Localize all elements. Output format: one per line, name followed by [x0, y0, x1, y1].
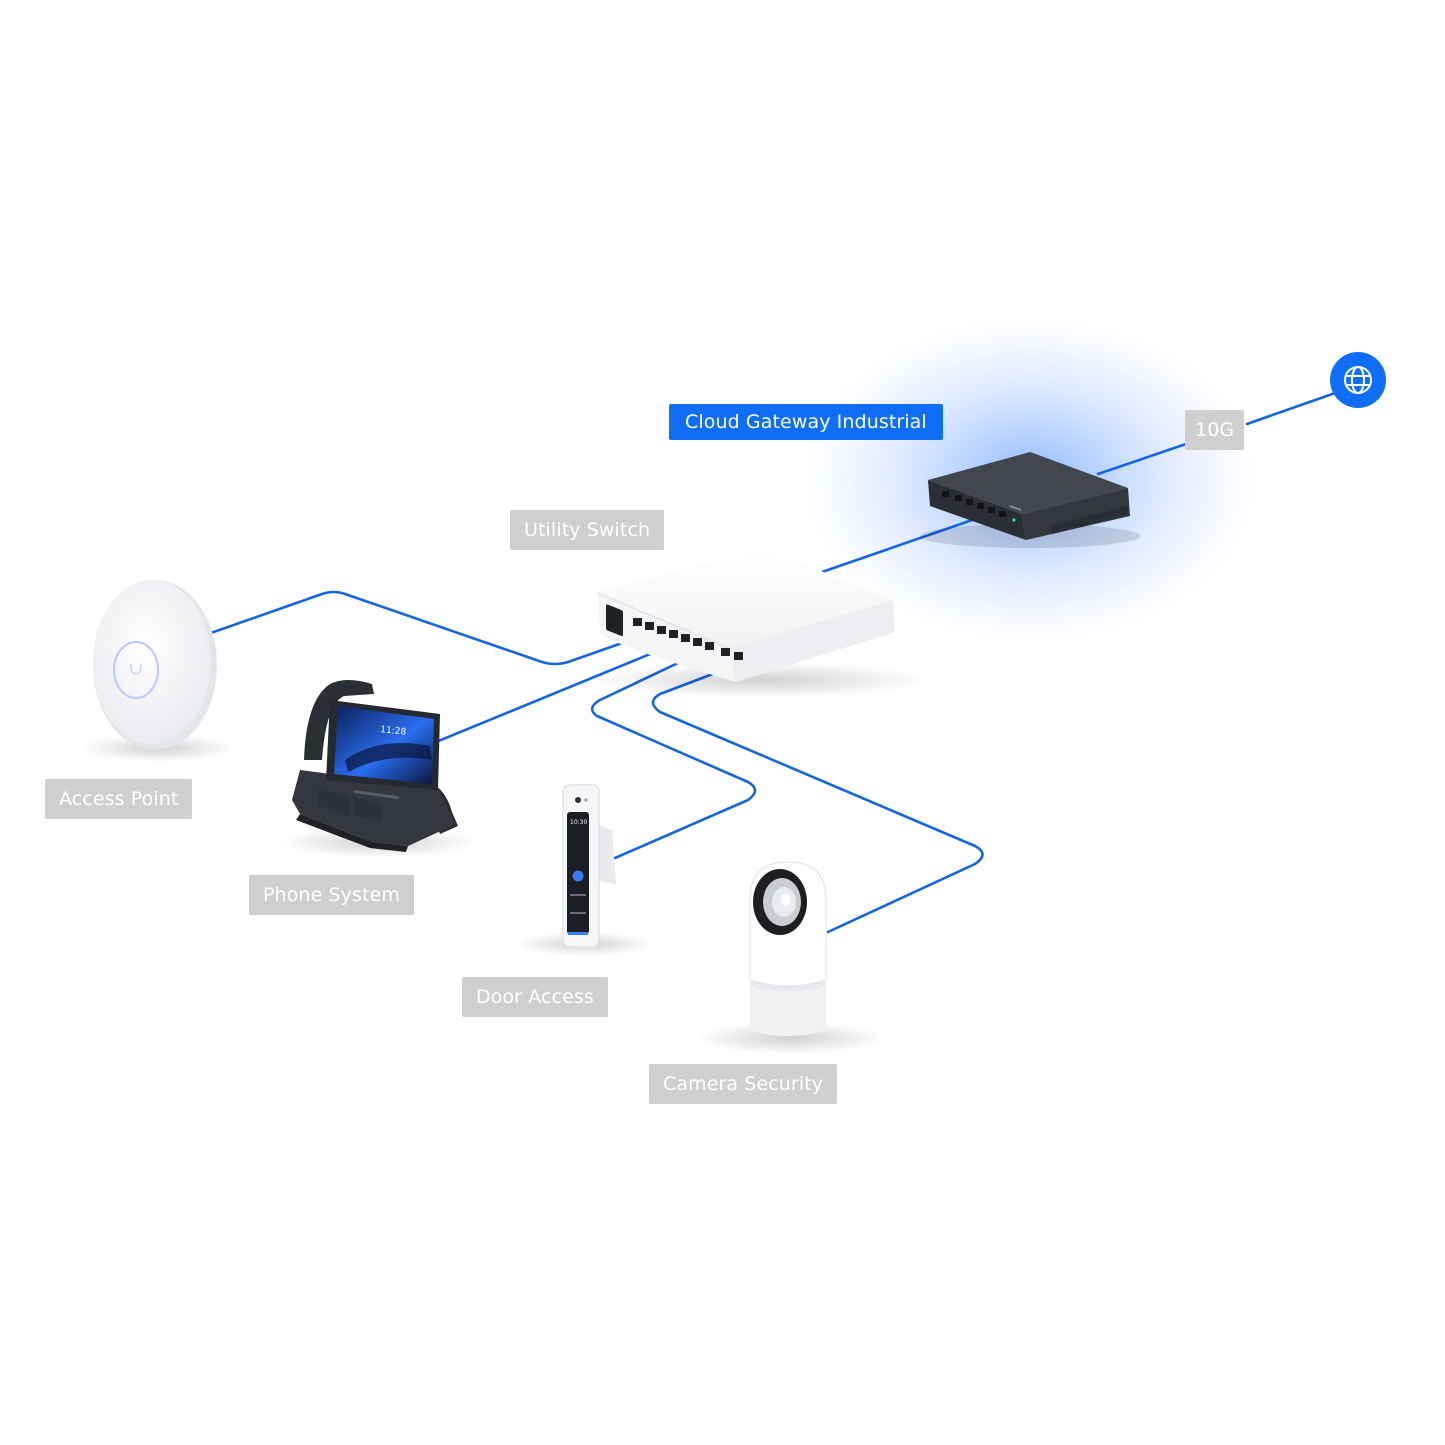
phone-label: Phone System	[249, 875, 414, 915]
link-switch-to-phone	[434, 650, 657, 744]
uplink-speed-label: 10G	[1185, 410, 1245, 450]
network-links	[206, 390, 1340, 934]
utility-switch-device	[590, 548, 930, 698]
link-gateway-to-switch	[820, 516, 980, 574]
globe-icon	[1344, 366, 1372, 394]
link-switch-to-door	[590, 660, 757, 860]
door-access-screen-time: 10:30	[570, 819, 587, 826]
link-switch-to-access-point	[206, 590, 627, 666]
camera-device	[694, 861, 886, 1054]
access-point-label: Access Point	[45, 779, 193, 819]
phone-device: 11:28	[278, 680, 478, 858]
gateway-ports	[942, 491, 1006, 517]
door-access-device: 10:30	[515, 784, 655, 956]
access-point-led-ring-icon	[113, 641, 159, 699]
door-access-unlock-icon	[572, 870, 584, 882]
switch-ports	[633, 618, 743, 660]
phone-screen-time: 11:28	[380, 725, 407, 738]
access-point-device	[80, 580, 236, 762]
link-globe-to-gateway	[1245, 390, 1340, 426]
link-switch-to-camera	[651, 670, 984, 934]
camera-label: Camera Security	[649, 1064, 838, 1104]
gateway-device	[920, 452, 1140, 548]
internet-node	[1330, 352, 1386, 408]
camera-lens-icon	[781, 894, 791, 906]
switch-label: Utility Switch	[510, 510, 665, 550]
link-uplink-to-gateway	[1096, 442, 1188, 476]
gateway-label: Cloud Gateway Industrial	[669, 404, 943, 440]
door-access-label: Door Access	[462, 977, 608, 1017]
